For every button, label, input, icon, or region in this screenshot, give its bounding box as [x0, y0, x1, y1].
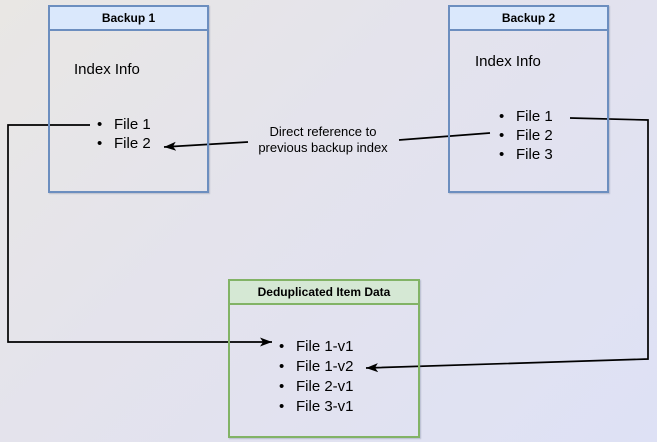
- list-item: File 1-v2: [279, 357, 354, 377]
- backup1-index-info-label: Index Info: [74, 61, 140, 78]
- list-item: File 1: [97, 115, 151, 134]
- annotation-line1: Direct reference to: [269, 124, 377, 139]
- list-item: File 1: [499, 107, 553, 126]
- backup2-box: Backup 2 Index Info File 1 File 2 File 3: [448, 5, 609, 193]
- list-item: File 3-v1: [279, 397, 354, 417]
- direct-reference-annotation: Direct reference to previous backup inde…: [243, 124, 403, 156]
- backup2-index-info-label: Index Info: [475, 53, 541, 70]
- list-item: File 2: [97, 134, 151, 153]
- list-item: File 2-v1: [279, 377, 354, 397]
- backup2-file-list: File 1 File 2 File 3: [499, 107, 553, 164]
- deduplicated-item-data-title: Deduplicated Item Data: [230, 281, 418, 305]
- list-item: File 3: [499, 145, 553, 164]
- list-item: File 2: [499, 126, 553, 145]
- backup1-file-list: File 1 File 2: [97, 115, 151, 153]
- annotation-line2: previous backup index: [258, 140, 388, 155]
- backup1-title: Backup 1: [50, 7, 207, 31]
- dedup-file-list: File 1-v1 File 1-v2 File 2-v1 File 3-v1: [279, 337, 354, 417]
- backup1-box: Backup 1 Index Info File 1 File 2: [48, 5, 209, 193]
- deduplicated-item-data-box: Deduplicated Item Data File 1-v1 File 1-…: [228, 279, 420, 438]
- backup2-title: Backup 2: [450, 7, 607, 31]
- list-item: File 1-v1: [279, 337, 354, 357]
